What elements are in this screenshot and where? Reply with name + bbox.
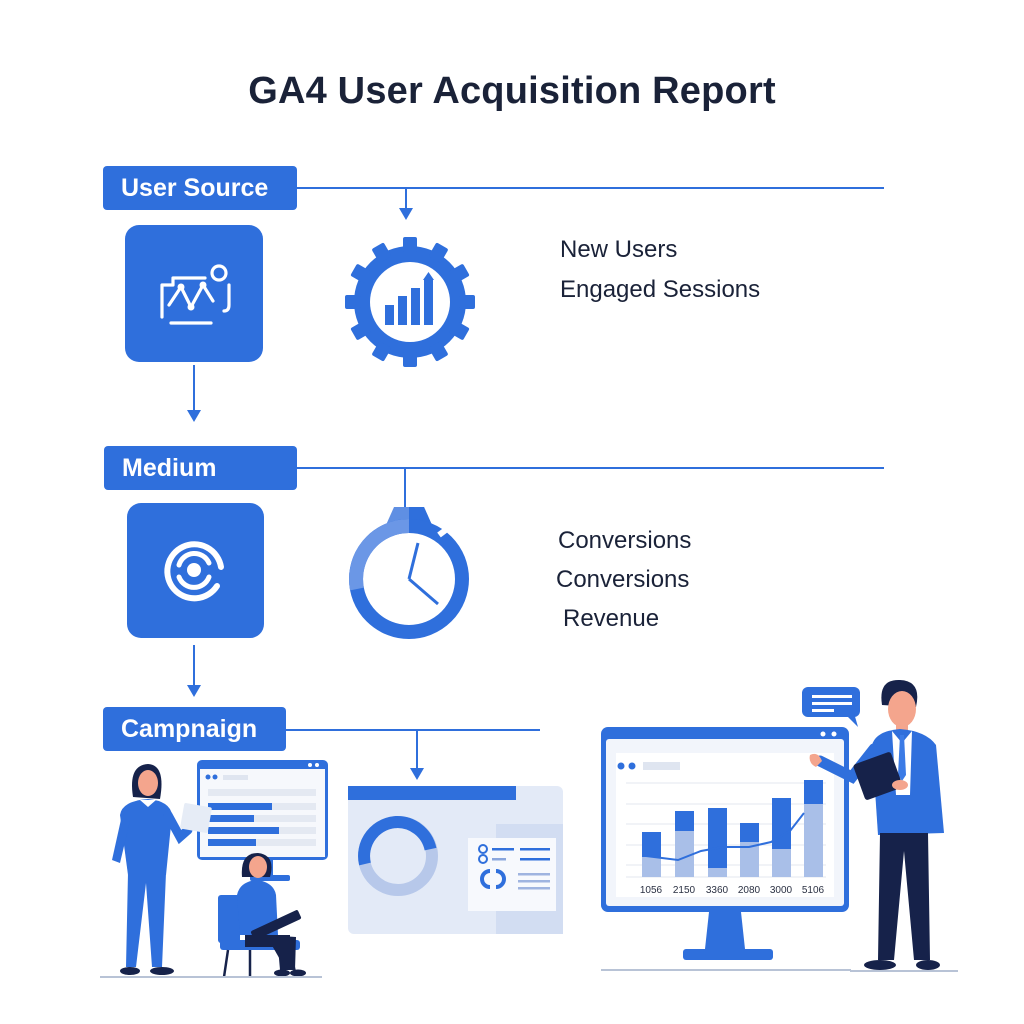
flow-line: [193, 645, 195, 687]
stage-tag-campaign: Campnaign: [103, 707, 286, 751]
connector-drop: [404, 468, 406, 508]
metric-engaged-sessions: Engaged Sessions: [560, 276, 761, 303]
arrow-down-icon: [410, 768, 424, 780]
metric-conversions: Conversions: [558, 527, 692, 554]
gear-bar-chart-icon: [343, 235, 477, 369]
target-refresh-icon: [127, 503, 264, 638]
connector-drop: [416, 730, 418, 770]
arrow-down-icon: [187, 685, 201, 697]
x-tick: 2150: [673, 885, 696, 896]
presenter-illustration: [800, 675, 960, 975]
analytics-image-icon: [125, 225, 263, 362]
page-title: GA4 User Acquisition Report: [248, 70, 776, 112]
metric-revenue: Revenue: [563, 605, 660, 632]
arrow-down-icon: [187, 410, 201, 422]
connector-line: [286, 729, 540, 731]
monitor-bar-chart: 1056 2150 3360 2080 3000 5106: [601, 727, 851, 972]
team-review-illustration: [100, 755, 330, 980]
x-tick: 2080: [738, 885, 761, 896]
stage-tag-user-source: User Source: [103, 166, 297, 210]
connector-drop: [405, 188, 407, 210]
stage-tag-medium: Medium: [104, 446, 297, 490]
flow-line: [193, 365, 195, 410]
metric-new-users: New Users: [560, 236, 678, 263]
dashboard-window-icon: [348, 786, 563, 934]
connector-line: [297, 187, 884, 189]
x-tick: 3000: [770, 885, 793, 896]
connector-line: [297, 467, 884, 469]
arrow-down-icon: [399, 208, 413, 220]
metric-conversions-2: Conversions: [556, 566, 690, 593]
x-tick: 1056: [640, 885, 663, 896]
x-tick: 5106: [802, 885, 825, 896]
stopwatch-icon: [346, 505, 472, 641]
x-tick: 3360: [706, 885, 729, 896]
